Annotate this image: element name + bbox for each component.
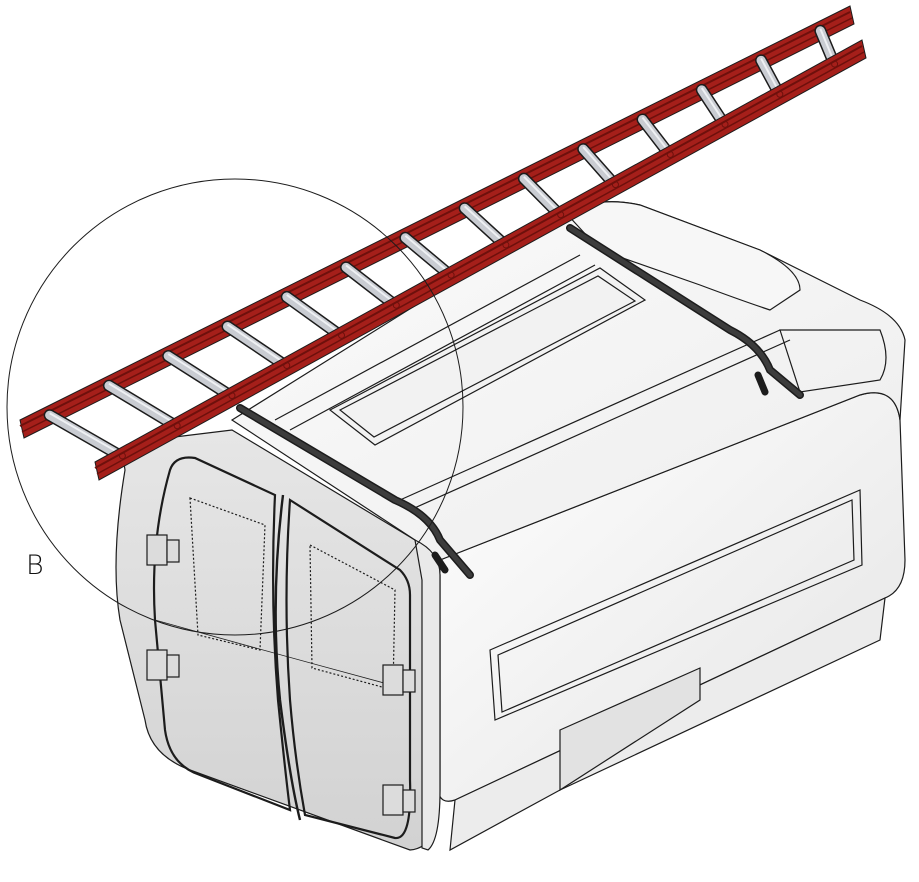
roof-rib — [409, 339, 791, 511]
side-upper-recess — [779, 329, 887, 393]
ladder-rail-front-lip — [96, 51, 865, 475]
ladder-rung-highlight — [404, 235, 452, 275]
ladder-rung-highlight — [167, 353, 233, 396]
roof-rack — [236, 224, 804, 579]
roof-front-cap — [563, 201, 801, 311]
ladder-rung — [45, 410, 127, 462]
roof-bar-front — [566, 224, 804, 399]
ladder-rivet — [557, 211, 565, 219]
detail-circle — [6, 178, 464, 636]
ladder-rivet — [228, 392, 236, 400]
detail-label: B — [26, 550, 44, 581]
ladder-rung-highlight — [286, 294, 343, 336]
ladder-rivet — [173, 422, 181, 430]
hinge-right-upper — [382, 664, 416, 696]
ladder-rung — [282, 292, 347, 341]
ladder-rung — [104, 381, 182, 432]
door-crease — [154, 619, 411, 691]
left-door-window — [189, 497, 266, 651]
ladder-rivet — [721, 120, 729, 128]
wheel-well-step — [559, 667, 701, 792]
ladder-rung-highlight — [582, 146, 617, 185]
ladder-rung — [400, 233, 456, 281]
ladder-rung-highlight — [523, 175, 562, 215]
ladder-rivet — [447, 271, 455, 279]
ladder-rung — [223, 322, 292, 371]
ladder-rail-front-groove — [94, 45, 863, 469]
left-door — [152, 456, 292, 812]
roof-rib — [274, 254, 581, 421]
ladder-rung — [163, 351, 237, 402]
ladder-rivet — [776, 90, 784, 98]
hinge-left-upper — [146, 534, 180, 566]
door-split — [274, 494, 302, 821]
roof-rib — [289, 264, 596, 431]
ladder-rivet — [338, 331, 346, 339]
ladder-rung-highlight — [226, 323, 288, 366]
hinge-left-lower — [146, 649, 180, 681]
side-recess — [489, 489, 863, 721]
ladder-rail-back-lip — [21, 17, 853, 433]
ladder-rung — [341, 262, 401, 311]
roof-panel — [328, 267, 647, 446]
ladder-rung-highlight — [345, 264, 397, 306]
roof-bar-rear — [236, 404, 474, 579]
ladder-rivet — [831, 60, 839, 68]
ladder-rivet — [502, 241, 510, 249]
ladder-rung-highlight — [463, 205, 507, 245]
ladder-rung-highlight — [49, 412, 123, 456]
right-door — [285, 498, 412, 840]
lower-skirt — [449, 596, 886, 852]
corner-post — [414, 538, 441, 851]
ladder-rivet — [611, 181, 619, 189]
roof-rib — [399, 329, 781, 501]
ladder-rung-highlight — [108, 382, 178, 426]
ladder-rivet — [392, 301, 400, 309]
roof-panel-inner — [338, 275, 637, 438]
ladder — [19, 5, 867, 481]
ladder-rail-back-groove — [19, 11, 851, 427]
van-body — [115, 201, 906, 852]
ladder-rivet — [283, 362, 291, 369]
ladder-rivet — [666, 151, 674, 158]
ladder-rivet — [118, 452, 126, 460]
hinge-right-lower — [382, 784, 416, 816]
side-recess-inner — [497, 499, 855, 713]
